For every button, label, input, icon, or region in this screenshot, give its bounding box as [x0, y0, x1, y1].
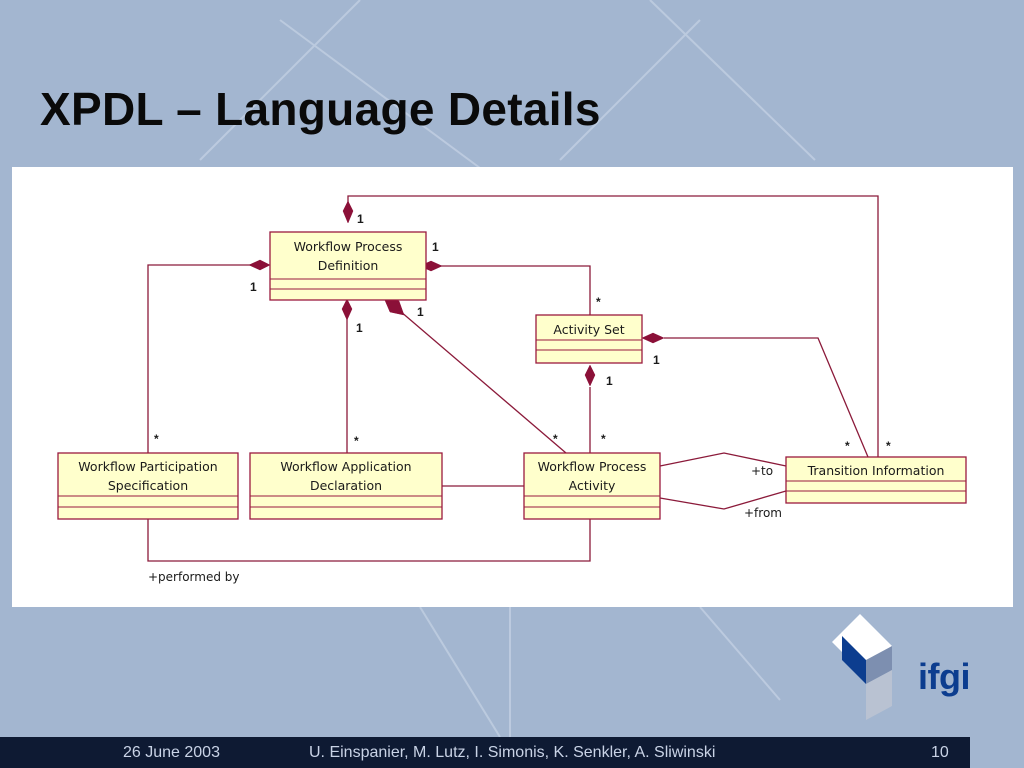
mult-wpd-right: 1: [432, 240, 439, 254]
class-name-line1: Workflow Application: [280, 459, 411, 474]
assoc-from: [659, 490, 787, 510]
mult-wpd-top: 1: [357, 212, 364, 226]
footer-bar: 26 June 2003 U. Einspanier, M. Lutz, I. …: [0, 737, 970, 768]
footer-authors: U. Einspanier, M. Lutz, I. Simonis, K. S…: [309, 744, 716, 761]
class-name-line1: Activity Set: [553, 322, 624, 337]
diamond-wpd-bottom: [341, 298, 353, 321]
class-name-line1: Workflow Process: [294, 239, 403, 254]
mult-wps: *: [154, 432, 159, 446]
assoc-performed-by: [147, 519, 591, 562]
role-to: +to: [751, 464, 773, 478]
class-workflow-participation-specification[interactable]: Workflow Participation Specification: [57, 452, 239, 520]
assoc-wpd-wps: [147, 264, 256, 453]
uml-class-diagram: Workflow Process Definition Activity Set…: [57, 195, 967, 584]
ifgi-logo-icon: [832, 614, 892, 720]
class-name-line2: Definition: [318, 258, 379, 273]
mult-wpd-bottom: 1: [356, 321, 363, 335]
class-name-line2: Activity: [569, 478, 616, 493]
logo-text: ifgi: [918, 656, 970, 697]
class-name-line1: Transition Information: [807, 463, 945, 478]
class-activity-set[interactable]: Activity Set: [535, 314, 643, 364]
mult-wpd-left: 1: [250, 280, 257, 294]
mult-wpa-top: *: [601, 432, 606, 446]
mult-aset-right: 1: [653, 353, 660, 367]
class-workflow-process-activity[interactable]: Workflow Process Activity: [523, 452, 661, 520]
mult-wpd-diag: 1: [417, 305, 424, 319]
class-name-line2: Specification: [108, 478, 188, 493]
assoc-aset-ti: [664, 337, 869, 458]
mult-wpa-diag: *: [553, 432, 558, 446]
role-performed-by: +performed by: [148, 570, 240, 584]
assoc-to: [659, 452, 787, 467]
mult-aset-bottom: 1: [606, 374, 613, 388]
class-name-line1: Workflow Process: [538, 459, 647, 474]
assoc-wpd-wpa: [399, 310, 567, 454]
footer-page-number: 10: [931, 744, 949, 761]
role-from: +from: [744, 506, 782, 520]
diamond-aset-right: [641, 332, 665, 344]
mult-ti-left: *: [845, 439, 850, 453]
class-name-line1: Workflow Participation: [78, 459, 217, 474]
slide-title: XPDL – Language Details: [40, 83, 601, 135]
diamond-wpd-top: [342, 200, 354, 224]
class-workflow-application-declaration[interactable]: Workflow Application Declaration: [249, 452, 443, 520]
footer-date: 26 June 2003: [123, 744, 220, 761]
uml-diagram-panel: Workflow Process Definition Activity Set…: [12, 167, 1013, 607]
class-name-line2: Declaration: [310, 478, 382, 493]
diamond-wpd-left: [248, 259, 271, 271]
class-transition-information[interactable]: Transition Information: [785, 456, 967, 504]
mult-ti-right: *: [886, 439, 891, 453]
mult-wad: *: [354, 434, 359, 448]
mult-aset-top: *: [596, 295, 601, 309]
assoc-wpd-aset: [440, 265, 591, 315]
class-workflow-process-definition[interactable]: Workflow Process Definition: [269, 231, 427, 301]
diamond-aset-bottom: [584, 364, 596, 387]
